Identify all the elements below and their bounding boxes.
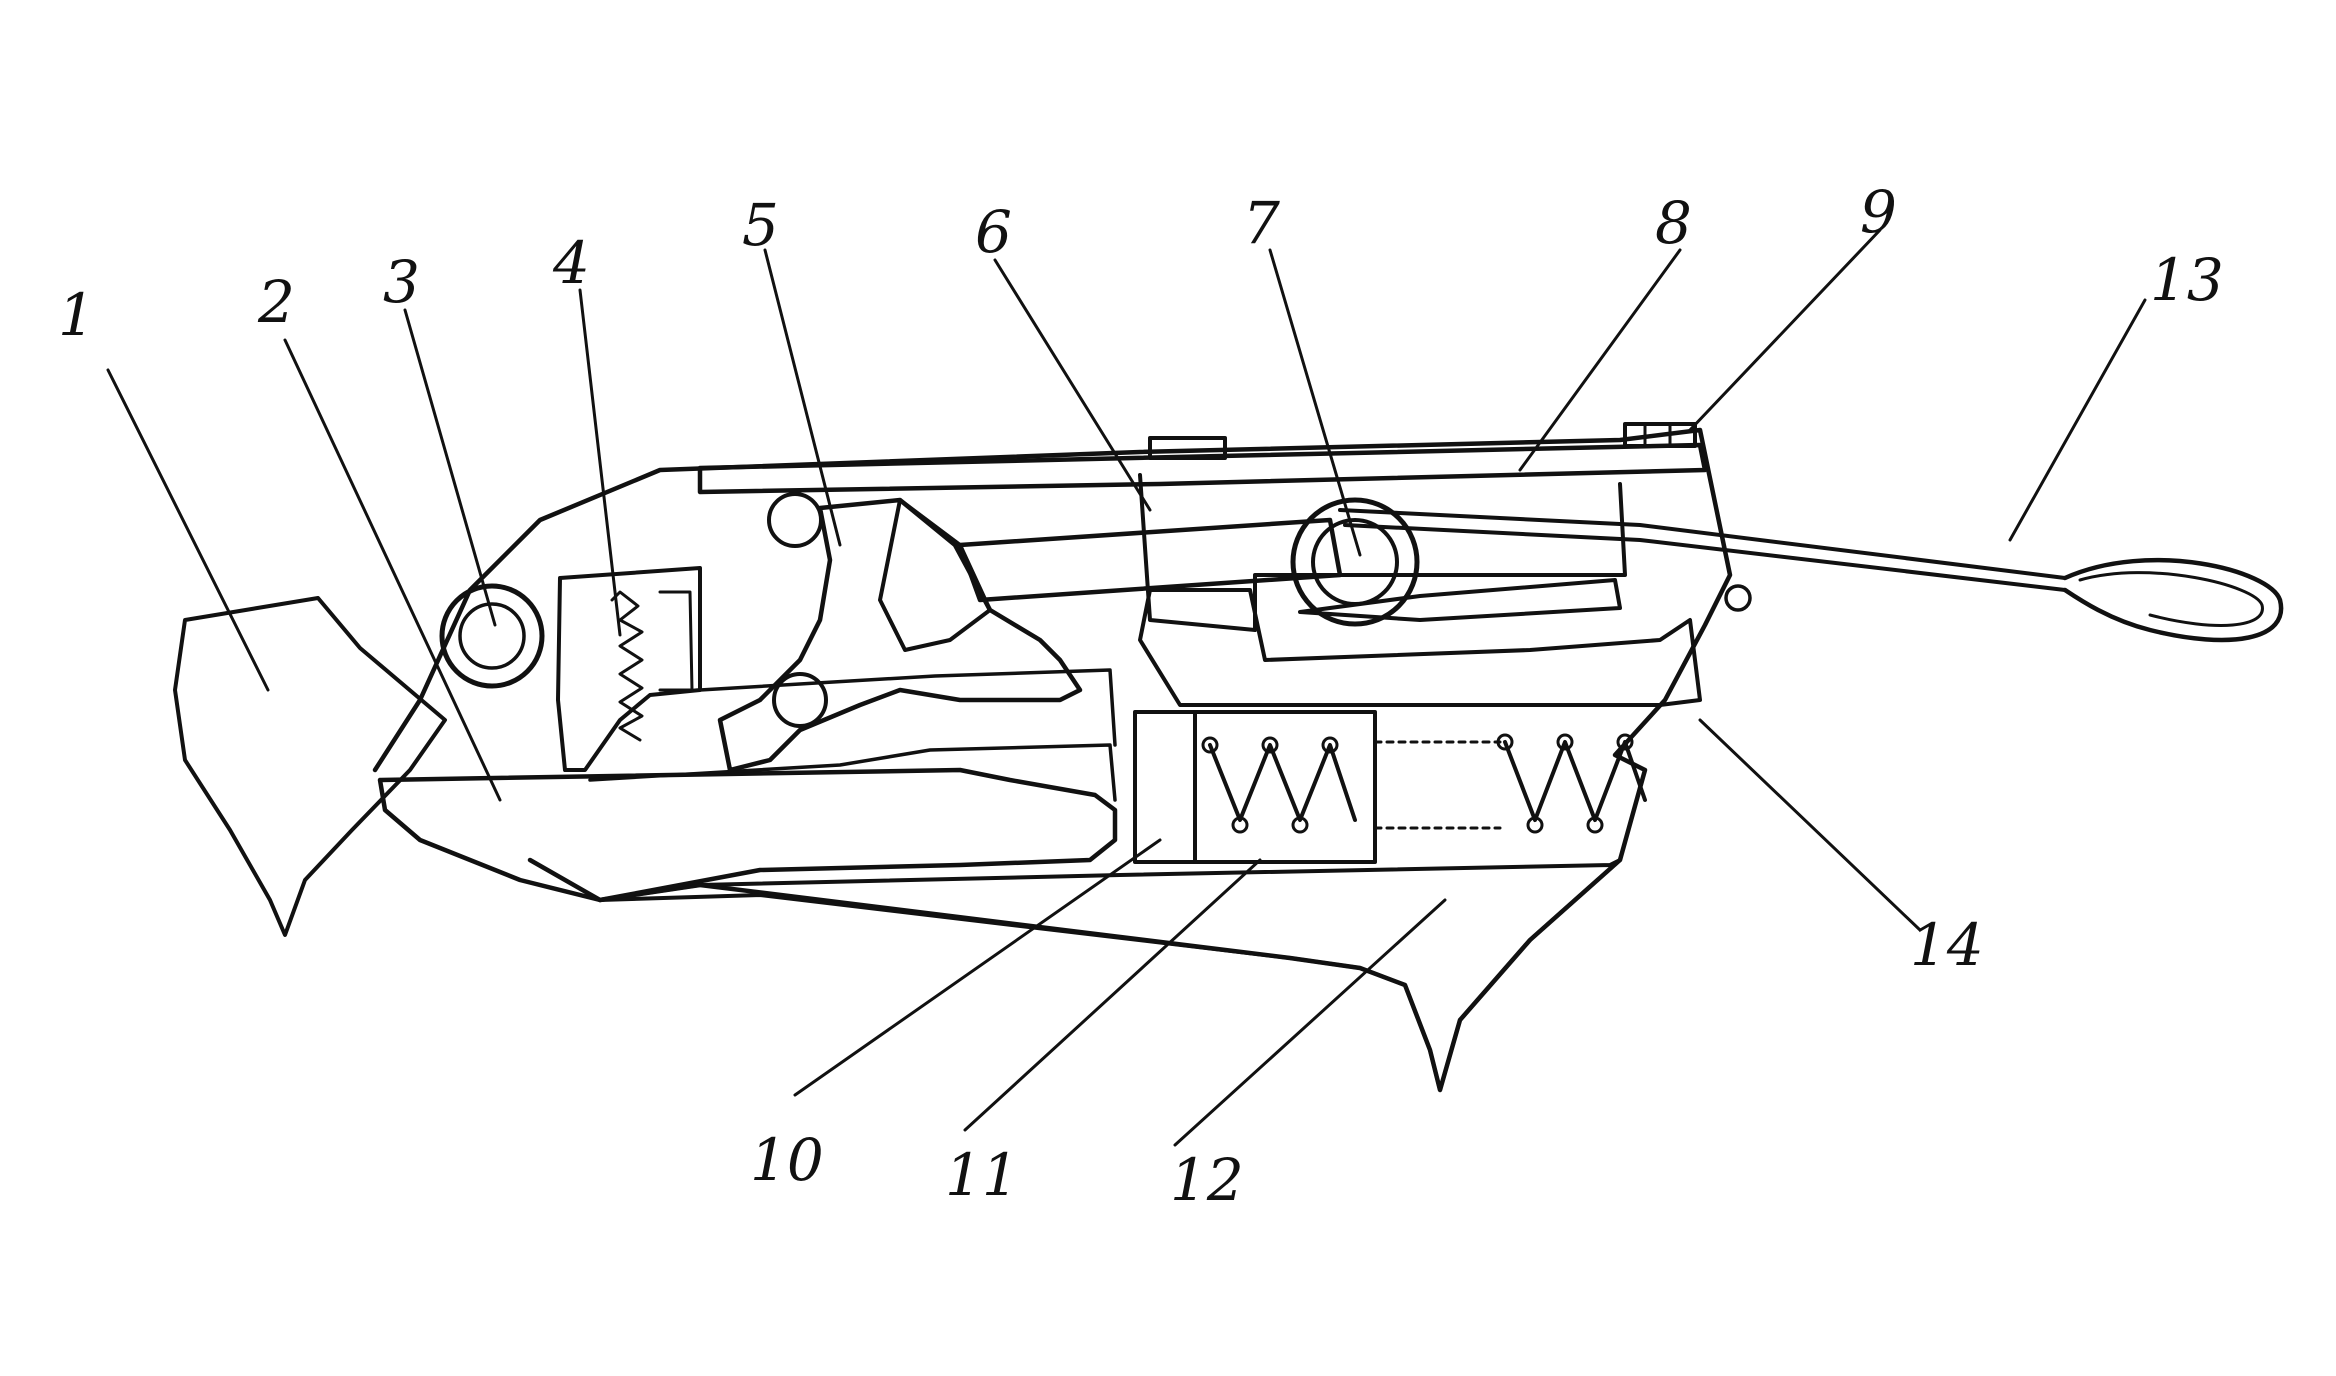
label-5: 5 bbox=[742, 191, 779, 259]
part-3-pin bbox=[442, 586, 542, 686]
leader-4 bbox=[580, 290, 620, 635]
label-8: 8 bbox=[1655, 189, 1692, 257]
leader-9 bbox=[1690, 230, 1880, 430]
label-11: 11 bbox=[945, 1141, 1019, 1209]
part-10-block bbox=[1135, 712, 1195, 862]
leader-1 bbox=[108, 370, 268, 690]
label-9: 9 bbox=[1860, 178, 1897, 246]
leader-11 bbox=[965, 860, 1260, 1130]
label-2: 2 bbox=[257, 268, 295, 336]
label-3: 3 bbox=[383, 248, 420, 316]
part-12-spring bbox=[1203, 735, 1645, 832]
part-2-slide bbox=[380, 770, 1115, 900]
label-10: 10 bbox=[750, 1126, 824, 1194]
label-12: 12 bbox=[1170, 1146, 1244, 1214]
leader-7 bbox=[1270, 250, 1360, 555]
part-1-block bbox=[175, 598, 445, 935]
leader-lines bbox=[108, 230, 2145, 1145]
label-7: 7 bbox=[1243, 189, 1280, 257]
leader-2 bbox=[285, 340, 500, 800]
part-5-pawl bbox=[720, 494, 1080, 770]
leader-3 bbox=[405, 310, 495, 625]
label-14: 14 bbox=[1910, 911, 1984, 979]
leader-14 bbox=[1700, 720, 1920, 930]
leader-13 bbox=[2010, 300, 2145, 540]
inner-cavity bbox=[558, 568, 1115, 800]
leader-6 bbox=[995, 260, 1150, 510]
part-labels: 1 2 3 4 5 6 7 8 9 13 14 10 11 12 bbox=[58, 178, 2224, 1214]
label-1: 1 bbox=[58, 281, 95, 349]
label-4: 4 bbox=[552, 229, 590, 297]
leader-12 bbox=[1175, 900, 1445, 1145]
housing-body bbox=[375, 430, 1730, 1090]
part-14-pin bbox=[1726, 586, 1750, 610]
label-13: 13 bbox=[2150, 246, 2224, 314]
label-6: 6 bbox=[975, 198, 1012, 266]
part-7-roller bbox=[1293, 500, 1620, 624]
